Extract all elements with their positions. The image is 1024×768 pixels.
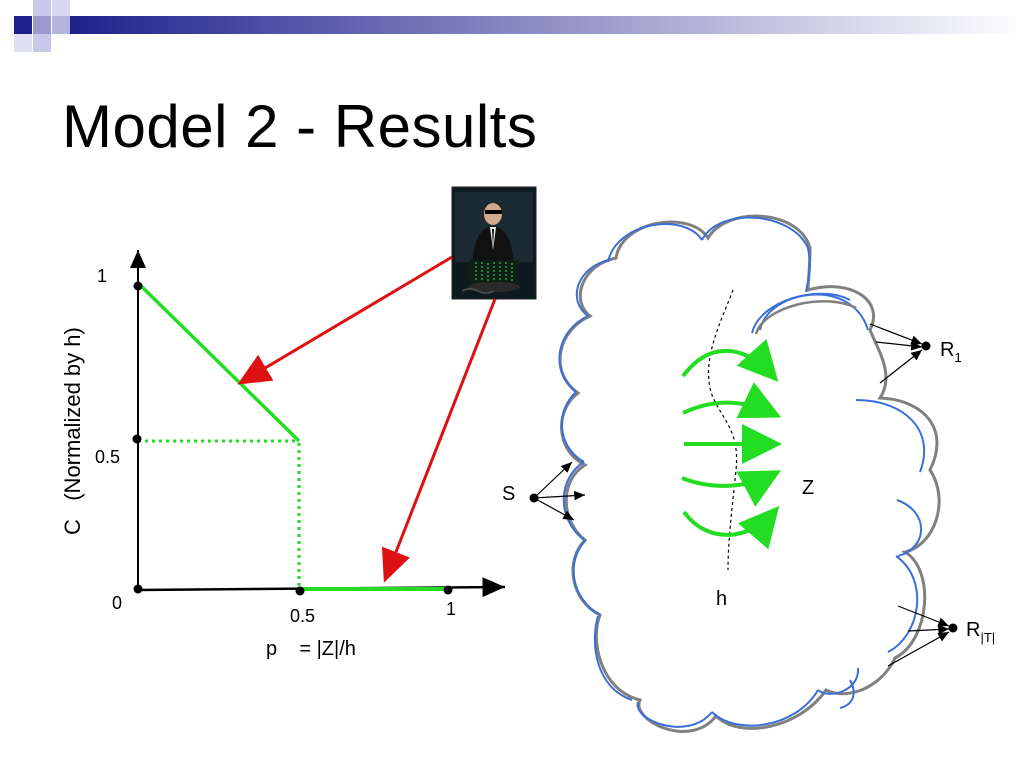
flow-arrow-5 — [682, 505, 780, 550]
receiver-node-1: R1 — [869, 323, 962, 384]
header-square-navy — [14, 16, 32, 34]
slide-title: Model 2 - Results — [62, 93, 538, 160]
x-tick-05: 0.5 — [290, 606, 315, 626]
header-decoration — [14, 0, 1024, 52]
y-tick-0: 0 — [112, 593, 122, 613]
cloud-outline-gray — [558, 214, 941, 733]
header-square-light — [33, 34, 51, 52]
source-node: S — [502, 461, 586, 521]
y-tick-1: 1 — [97, 266, 107, 286]
point-origin — [133, 584, 143, 594]
flow-arrow-1 — [681, 338, 779, 382]
receiver-node-t: R|T| — [887, 605, 995, 667]
cut-label: h — [716, 588, 727, 610]
red-arrow-to-flat — [381, 298, 497, 583]
y-axis-label: C (Normalized by h) — [60, 327, 85, 535]
flow-arrow-4 — [681, 470, 782, 507]
header-square-light — [52, 0, 70, 16]
x-axis-label: p = |Z|/h — [266, 638, 356, 660]
header-gradient-bar — [60, 16, 1024, 34]
cost-graph: 1 0.5 0 0.5 1 C (Normalized by h) p = |Z… — [60, 250, 506, 660]
receiver-1-label: R1 — [940, 339, 962, 365]
header-square-light — [14, 34, 32, 52]
flow-arrow-2 — [682, 382, 782, 419]
red-arrow-to-curve — [237, 255, 453, 385]
point-y1 — [133, 281, 143, 291]
source-label: S — [502, 483, 515, 505]
point-x05 — [295, 586, 305, 596]
header-square-light — [33, 0, 51, 16]
x-tick-1: 1 — [446, 599, 456, 619]
receiver-t-label: R|T| — [966, 619, 995, 645]
cost-curve-descending — [136, 281, 301, 443]
network-cloud: Z h — [558, 214, 941, 733]
header-square-light — [52, 16, 70, 34]
point-y05 — [132, 434, 142, 444]
header-square-mid — [33, 16, 51, 34]
agent-portrait-icon — [451, 186, 537, 300]
point-x1 — [443, 585, 453, 595]
cut-line-h — [707, 289, 738, 571]
zone-label: Z — [802, 477, 814, 499]
y-tick-05: 0.5 — [95, 447, 120, 467]
